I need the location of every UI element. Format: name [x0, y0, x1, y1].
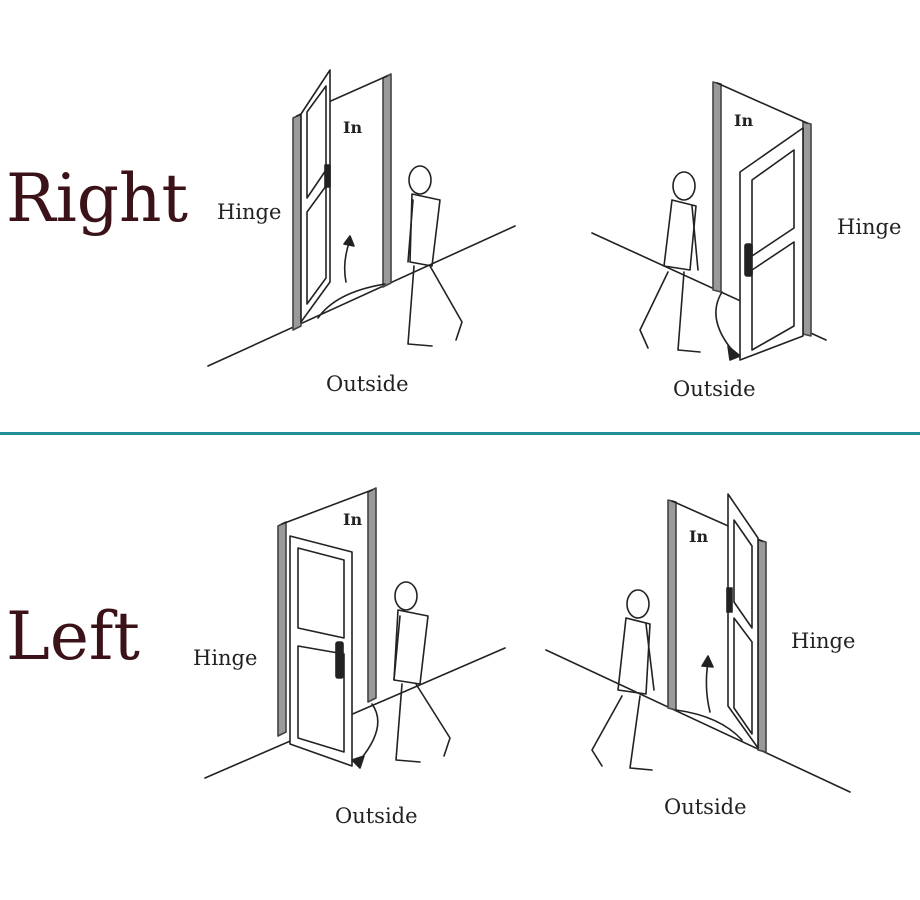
floor-line [204, 647, 506, 779]
outside-label: Outside [673, 377, 756, 401]
door-frame-top [281, 489, 373, 525]
outside-label: Outside [335, 804, 418, 828]
in-label: In [343, 510, 363, 529]
door-panel-upper [297, 547, 345, 639]
person-figure [407, 165, 463, 347]
arrow-head-icon [351, 755, 365, 769]
door-panel-lower [733, 617, 753, 735]
panel-right-inswing [207, 69, 516, 367]
door-frame-right [757, 539, 767, 753]
door-frame-right [382, 73, 392, 288]
swing-arc [317, 283, 386, 319]
door-handle-icon [324, 164, 331, 188]
door-frame-left [667, 499, 677, 711]
door-panel-upper [751, 149, 795, 257]
swing-arrow [705, 661, 711, 713]
door-handle-icon [726, 587, 733, 613]
in-label: In [734, 111, 754, 130]
swing-arc [675, 709, 743, 741]
in-label: In [343, 118, 363, 137]
outside-label: Outside [664, 795, 747, 819]
hinge-label: Hinge [791, 629, 856, 653]
floor-line [545, 649, 851, 793]
in-label: In [689, 527, 709, 546]
row-label-right: Right [6, 160, 189, 237]
door-handle-icon [744, 243, 753, 277]
swing-arrow [343, 239, 351, 283]
door-frame-left [277, 521, 287, 737]
person-figure [393, 581, 451, 763]
panel-left-outswing [204, 487, 506, 779]
door-panel-lower [751, 241, 795, 351]
open-door-leaf [300, 69, 331, 323]
floor-line [207, 225, 516, 367]
row-label-left: Left [6, 598, 140, 675]
door-frame-right [367, 487, 377, 703]
swing-arc [359, 703, 379, 761]
door-frame-left [292, 113, 302, 331]
arrow-head-icon [727, 345, 741, 361]
door-panel-lower [297, 645, 345, 753]
door-frame-right [802, 121, 812, 337]
person-figure [639, 171, 701, 353]
person-figure [591, 589, 655, 771]
hinge-label: Hinge [217, 200, 282, 224]
swing-arc [715, 291, 733, 351]
arrow-head-icon [343, 235, 355, 247]
section-divider [0, 432, 920, 435]
outside-label: Outside [326, 372, 409, 396]
panel-right-outswing [591, 81, 827, 361]
panel-left-inswing [545, 493, 851, 793]
door-panel-upper [733, 519, 753, 629]
open-door-leaf [727, 493, 759, 749]
door-handle-icon [335, 641, 344, 679]
arrow-head-icon [701, 655, 714, 668]
open-door-leaf [739, 127, 804, 361]
door-frame-top [716, 82, 808, 124]
hinge-label: Hinge [837, 215, 902, 239]
door-panel-lower [306, 185, 327, 305]
hinge-label: Hinge [193, 646, 258, 670]
open-door-leaf [289, 535, 353, 767]
door-frame-left [712, 81, 722, 293]
